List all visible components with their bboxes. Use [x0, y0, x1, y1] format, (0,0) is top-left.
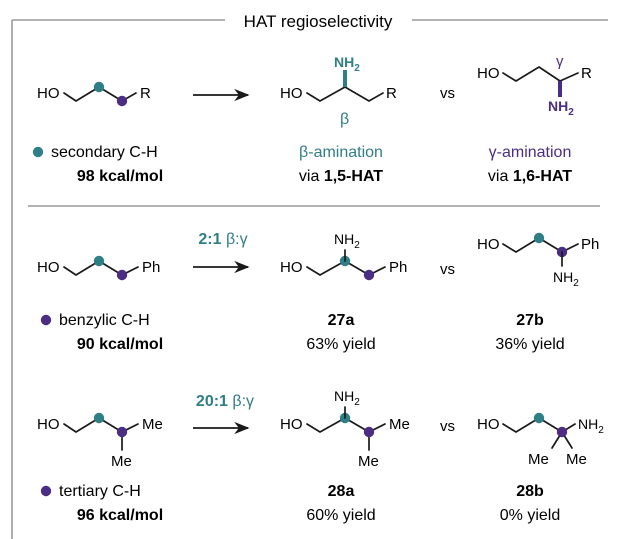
legend-dot-tertiary [40, 485, 52, 497]
benzylic-ch-dot [116, 269, 128, 281]
compound-28a-label: 28a [328, 483, 355, 500]
compound-27a-label: 27a [328, 312, 355, 329]
svg-text:NH2: NH2 [334, 231, 360, 251]
legend-text-tertiary: tertiary C-H [59, 483, 141, 500]
gamma-ch-dot [116, 95, 128, 107]
svg-text:Me: Me [566, 451, 587, 468]
beta-amination-via: via 1,5-HAT [299, 168, 383, 185]
product-beta-amination: HO NH2 β R [280, 54, 397, 128]
compound-27b-label: 27b [516, 312, 544, 329]
svg-text:HO: HO [280, 416, 303, 433]
product-gamma-amination: HO NH2 γ R [477, 53, 592, 118]
compound-27b-yield: 36% yield [495, 336, 564, 353]
svg-text:β: β [340, 111, 349, 128]
selectivity-ratio-2: 2:1 β:γ [198, 231, 247, 248]
svg-text:HO: HO [37, 259, 60, 276]
beta-amination-title: β-amination [299, 144, 383, 161]
svg-text:HO: HO [280, 259, 303, 276]
svg-text:HO: HO [477, 236, 500, 253]
svg-text:Ph: Ph [389, 259, 407, 276]
svg-text:Me: Me [142, 416, 163, 433]
product-28a: HO NH2 Me Me [280, 388, 410, 470]
substrate-1: HO R [37, 81, 151, 107]
svg-text:R: R [581, 65, 592, 82]
vs-1: vs [440, 85, 455, 102]
compound-28a-yield: 60% yield [306, 507, 375, 524]
svg-text:Me: Me [389, 416, 410, 433]
svg-text:NH2: NH2 [334, 388, 360, 408]
substrate-2: HO Ph [37, 255, 160, 281]
bde-secondary: 98 kcal/mol [77, 168, 163, 185]
svg-text:R: R [386, 85, 397, 102]
svg-text:Me: Me [528, 451, 549, 468]
bde-tertiary: 96 kcal/mol [77, 507, 163, 524]
svg-text:HO: HO [280, 85, 303, 102]
gamma-amination-title: γ-amination [489, 144, 572, 161]
svg-text:Ph: Ph [142, 259, 160, 276]
svg-text:Me: Me [358, 453, 379, 470]
secondary-ch-dot [93, 412, 105, 424]
svg-text:γ: γ [556, 53, 564, 70]
legend-dot-benzylic [40, 314, 52, 326]
svg-text:HO: HO [477, 416, 500, 433]
legend-text-secondary: secondary C-H [51, 144, 158, 161]
svg-text:HO: HO [37, 416, 60, 433]
secondary-ch-dot [93, 255, 105, 267]
product-27b: HO NH2 Ph [477, 232, 599, 289]
svg-text:NH2: NH2 [578, 416, 604, 436]
svg-text:NH2: NH2 [548, 98, 574, 118]
svg-text:NH2: NH2 [553, 269, 579, 289]
vs-3: vs [440, 418, 455, 435]
svg-text:NH2: NH2 [334, 54, 360, 74]
vs-2: vs [440, 261, 455, 278]
product-28b: HO NH2 Me Me [477, 412, 604, 468]
svg-text:Me: Me [111, 453, 132, 470]
gamma-amination-via: via 1,6-HAT [488, 168, 572, 185]
compound-27a-yield: 63% yield [306, 336, 375, 353]
legend-text-benzylic: benzylic C-H [59, 312, 150, 329]
product-27a: HO NH2 Ph [280, 231, 407, 281]
tertiary-ch-dot [116, 426, 128, 438]
svg-text:HO: HO [37, 85, 60, 102]
substrate-3: HO Me Me [37, 412, 163, 470]
svg-text:Ph: Ph [581, 236, 599, 253]
svg-text:HO: HO [477, 65, 500, 82]
compound-28b-label: 28b [516, 483, 544, 500]
scheme-title: HAT regioselectivity [244, 12, 393, 31]
selectivity-ratio-3: 20:1 β:γ [196, 393, 254, 410]
svg-text:R: R [140, 85, 151, 102]
secondary-ch-dot [93, 81, 105, 93]
legend-dot-secondary [32, 146, 44, 158]
compound-28b-yield: 0% yield [500, 507, 560, 524]
bde-benzylic: 90 kcal/mol [77, 336, 163, 353]
